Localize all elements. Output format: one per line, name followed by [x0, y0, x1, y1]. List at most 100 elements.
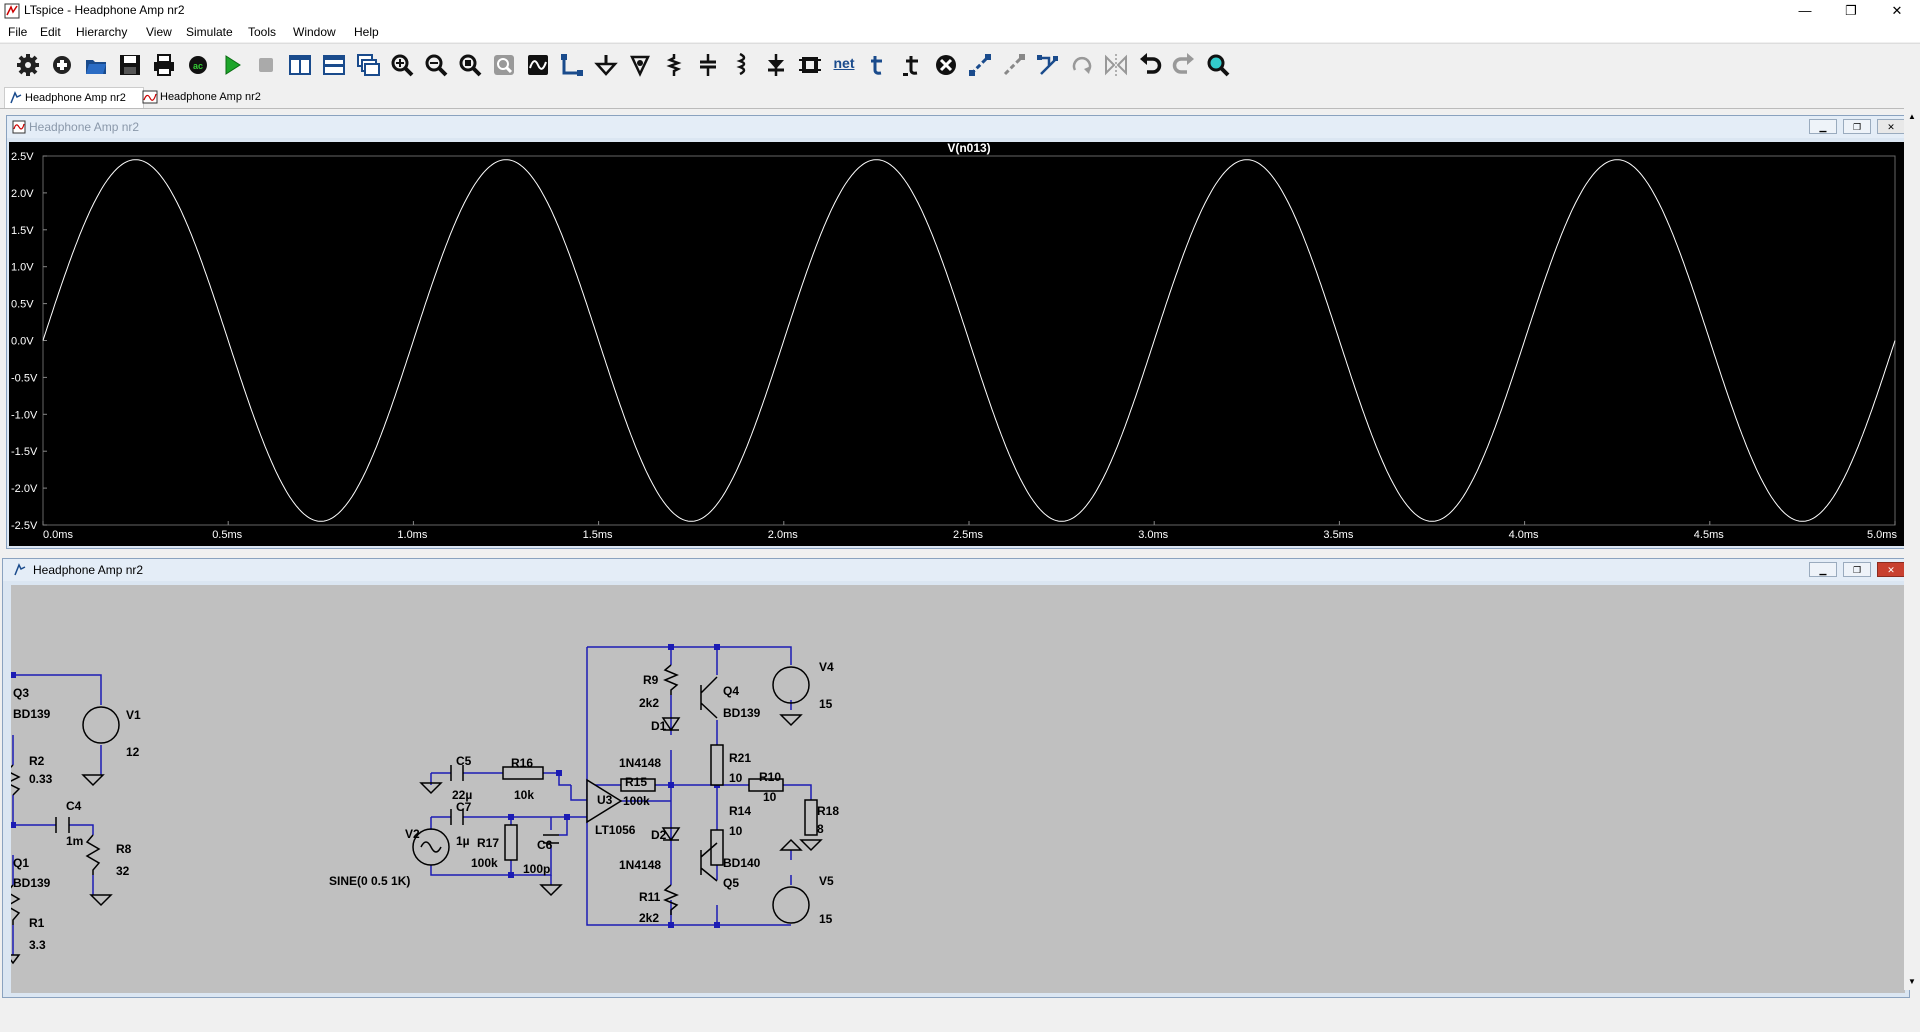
- menu-edit[interactable]: Edit: [40, 25, 61, 39]
- toolbar: ac net: [0, 43, 1920, 86]
- drag-icon[interactable]: [1035, 52, 1061, 78]
- scroll-up-icon[interactable]: ▲: [1908, 112, 1916, 121]
- spice-directive-icon[interactable]: [899, 52, 925, 78]
- tab-waveform[interactable]: Headphone Amp nr2: [140, 87, 296, 107]
- wire-icon[interactable]: [559, 52, 585, 78]
- label-r2: R2: [29, 754, 45, 768]
- duplicate-icon[interactable]: [967, 52, 993, 78]
- label-v1: V1: [126, 708, 141, 722]
- waveform-minimize-button[interactable]: ▁: [1809, 119, 1837, 134]
- x-tick-label: 1.5ms: [583, 529, 613, 541]
- ground-icon[interactable]: [593, 52, 619, 78]
- trace-v-n013[interactable]: [42, 159, 1896, 522]
- move-icon[interactable]: [1001, 52, 1027, 78]
- chart-title: V(n013): [947, 142, 990, 155]
- menu-help[interactable]: Help: [354, 25, 379, 39]
- label-d1: D1: [651, 719, 667, 733]
- label-d2: D2: [651, 828, 667, 842]
- menu-file[interactable]: File: [8, 25, 28, 39]
- x-tick-label: 1.0ms: [397, 529, 427, 541]
- autorange-icon[interactable]: [525, 52, 551, 78]
- new-schematic-icon[interactable]: [49, 52, 75, 78]
- menu-window[interactable]: Window: [293, 25, 336, 39]
- waveform-restore-button[interactable]: ❐: [1843, 119, 1871, 134]
- x-tick-label: 4.5ms: [1694, 529, 1724, 541]
- label-v1-value: 12: [126, 745, 140, 759]
- zoom-cancel-icon[interactable]: [491, 52, 517, 78]
- tile-horizontal-icon[interactable]: [321, 52, 347, 78]
- x-tick-label: 2.0ms: [768, 529, 798, 541]
- schematic-restore-button[interactable]: ❐: [1843, 562, 1871, 577]
- redo-icon[interactable]: [1171, 52, 1197, 78]
- menu-simulate[interactable]: Simulate: [186, 25, 233, 39]
- maximize-button[interactable]: ❐: [1845, 3, 1857, 18]
- schematic-minimize-button[interactable]: ▁: [1809, 562, 1837, 577]
- waveform-plot[interactable]: V(n013) 2.5V2.0V1.5V1.0V0.5V0.0V-0.5V-1.…: [9, 142, 1907, 546]
- inductor-icon[interactable]: [729, 52, 755, 78]
- schematic-window-title: Headphone Amp nr2: [33, 563, 144, 577]
- net-label-button[interactable]: net: [833, 55, 855, 71]
- halt-icon[interactable]: [253, 52, 279, 78]
- text-icon[interactable]: [865, 52, 891, 78]
- tab-waveform-label: Headphone Amp nr2: [160, 91, 261, 103]
- label-q1-value: BD139: [13, 876, 51, 890]
- label-r1: R1: [29, 916, 45, 930]
- close-button[interactable]: ✕: [1891, 3, 1903, 18]
- waveform-close-button[interactable]: ✕: [1877, 119, 1905, 134]
- label-v5-value: 15: [819, 912, 833, 926]
- waveform-window-title: Headphone Amp nr2: [29, 120, 140, 134]
- save-icon[interactable]: [117, 52, 143, 78]
- schematic-close-button[interactable]: ✕: [1877, 562, 1905, 577]
- x-tick-label: 0.5ms: [212, 529, 242, 541]
- cascade-icon[interactable]: [355, 52, 381, 78]
- diode-icon[interactable]: [763, 52, 789, 78]
- schematic-background: [11, 585, 1905, 993]
- status-bar: [0, 1000, 1920, 1032]
- schematic-canvas[interactable]: Q3 BD139 R2 0.33 C4 1m Q1 BD139 R8 32 R1…: [11, 585, 1905, 993]
- document-tab-bar: Headphone Amp nr2 Headphone Amp nr2: [0, 86, 1920, 109]
- open-icon[interactable]: [83, 52, 109, 78]
- scroll-down-icon[interactable]: ▼: [1908, 977, 1916, 986]
- x-tick-label: 0.0ms: [43, 529, 73, 541]
- label-c7: C7: [456, 800, 472, 814]
- undo-icon[interactable]: [1137, 52, 1163, 78]
- menu-hierarchy[interactable]: Hierarchy: [76, 25, 128, 39]
- tab-schematic-label: Headphone Amp nr2: [25, 92, 126, 104]
- schematic-window: Headphone Amp nr2 ▁ ❐ ✕: [2, 558, 1910, 998]
- zoom-in-icon[interactable]: [389, 52, 415, 78]
- tile-vertical-icon[interactable]: [287, 52, 313, 78]
- label-r21: R21: [729, 751, 751, 765]
- label-net-icon[interactable]: [627, 52, 653, 78]
- y-tick-label: -1.0V: [11, 409, 38, 421]
- capacitor-icon[interactable]: [695, 52, 721, 78]
- tab-schematic[interactable]: Headphone Amp nr2: [4, 87, 144, 108]
- svg-text:ac: ac: [193, 61, 203, 71]
- zoom-out-icon[interactable]: [423, 52, 449, 78]
- component-icon[interactable]: [797, 52, 823, 78]
- menu-tools[interactable]: Tools: [248, 25, 277, 39]
- schematic-tab-icon: [10, 91, 22, 104]
- mirror-icon[interactable]: [1103, 52, 1129, 78]
- control-panel-icon[interactable]: ac: [185, 52, 211, 78]
- schematic-components: [11, 664, 823, 965]
- print-icon[interactable]: [151, 52, 177, 78]
- vertical-scrollbar[interactable]: ▲ ▼: [1904, 108, 1920, 990]
- y-tick-label: -0.5V: [11, 372, 38, 384]
- resistor-icon[interactable]: [661, 52, 687, 78]
- zoom-fit-icon[interactable]: [457, 52, 483, 78]
- find-icon[interactable]: [1205, 52, 1231, 78]
- rotate-icon[interactable]: [1069, 52, 1095, 78]
- y-tick-label: 2.5V: [11, 151, 34, 163]
- run-icon[interactable]: [219, 52, 245, 78]
- menu-view[interactable]: View: [146, 25, 172, 39]
- minimize-button[interactable]: —: [1798, 3, 1812, 18]
- label-v4: V4: [819, 660, 834, 674]
- label-r15-value: 100k: [623, 794, 650, 808]
- label-c5: C5: [456, 754, 472, 768]
- delete-icon[interactable]: [933, 52, 959, 78]
- label-r10-value: 10: [763, 790, 777, 804]
- settings-icon[interactable]: [15, 52, 41, 78]
- y-tick-label: -2.0V: [11, 483, 38, 495]
- label-v4-value: 15: [819, 697, 833, 711]
- label-q3: Q3: [13, 686, 29, 700]
